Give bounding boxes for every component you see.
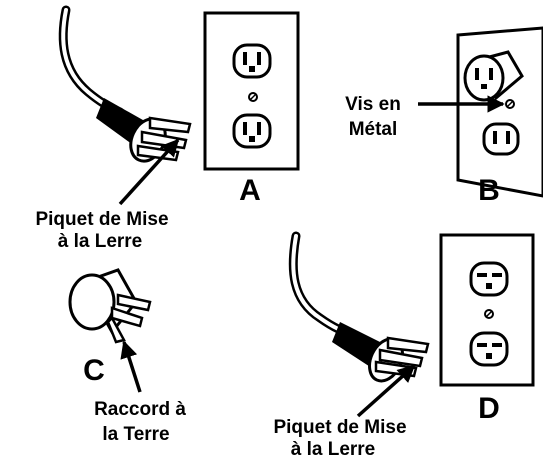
outlet-a: [203, 11, 300, 171]
metal-screw-label-line1: Vis en: [345, 94, 401, 115]
panel-label-a: A: [239, 174, 261, 207]
three-prong-plug-d: [332, 322, 430, 383]
center-screw-a: [248, 92, 258, 102]
panel-a: A Piquet de Mise à la Lerre: [35, 5, 300, 252]
panel-b: Vis en Métal B: [345, 26, 543, 207]
three-prong-plug-a: [96, 98, 192, 163]
panel-label-b: B: [478, 174, 500, 207]
metal-screw-b: [505, 99, 515, 109]
adapter-arrow: [120, 340, 142, 393]
panel-label-c: C: [83, 354, 105, 387]
receptacle-a-bottom: [232, 113, 272, 149]
outlet-b: [456, 26, 543, 198]
adapter-plugged-b: [463, 50, 524, 102]
receptacle-d-bottom: [469, 331, 509, 367]
ground-pin-label-a-line1: Piquet de Mise: [35, 209, 168, 230]
ground-pin-label-a-line2: à la Lerre: [58, 231, 143, 252]
panel-label-d: D: [478, 392, 500, 425]
ground-pin-arrow-a: [118, 138, 180, 206]
center-screw-d: [484, 309, 494, 319]
panel-c: C Raccord à la Terre: [68, 268, 186, 445]
ground-pin-label-d-line1: Piquet de Mise: [273, 417, 406, 438]
metal-screw-label-line2: Métal: [349, 119, 398, 140]
receptacle-a-top: [232, 43, 272, 79]
adapter-label-line2: la Terre: [102, 424, 169, 445]
ground-pin-label-d-line2: à la Lerre: [291, 439, 376, 458]
receptacle-d-top: [469, 261, 509, 297]
panel-d: D Piquet de Mise à la Lerre: [273, 231, 535, 458]
outlet-d: [439, 233, 535, 387]
adapter-label-line1: Raccord à: [94, 399, 186, 420]
receptacle-b-bottom: [482, 122, 520, 156]
grounding-adapter-c: [68, 268, 152, 344]
ground-pin-arrow-d: [356, 364, 416, 418]
